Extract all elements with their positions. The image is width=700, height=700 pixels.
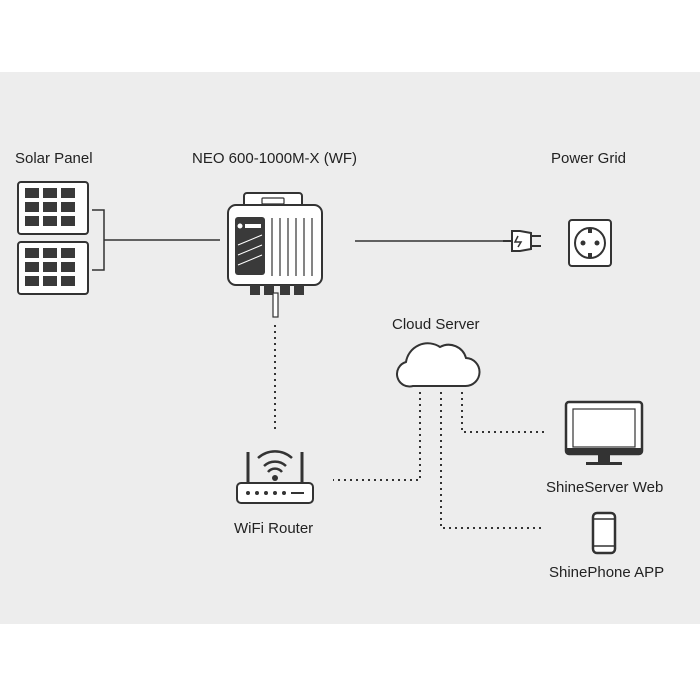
shinephone-app-label: ShinePhone APP [549,564,665,581]
smartphone-icon [591,511,617,555]
power-grid-label: Power Grid [551,150,627,167]
solar-panel-icon [17,181,89,295]
diagram-background [0,72,700,624]
cloud-server-label: Cloud Server [392,316,480,333]
solar-panel-top [17,181,89,235]
wifi-router-label: WiFi Router [234,520,314,537]
solar-panel-bottom [17,241,89,295]
inverter-icon [227,192,323,318]
cloud-links [333,392,545,529]
solar-panel-label: Solar Panel [15,150,93,167]
power-plug-icon [503,230,541,252]
power-socket-icon [568,219,612,267]
cloud-icon [396,342,481,388]
panel-to-inverter-line [92,209,220,271]
wifi-router-icon [236,450,314,504]
inverter-label: NEO 600-1000M-X (WF) [192,150,358,167]
shineserver-web-label: ShineServer Web [546,479,664,496]
monitor-icon [564,400,644,465]
